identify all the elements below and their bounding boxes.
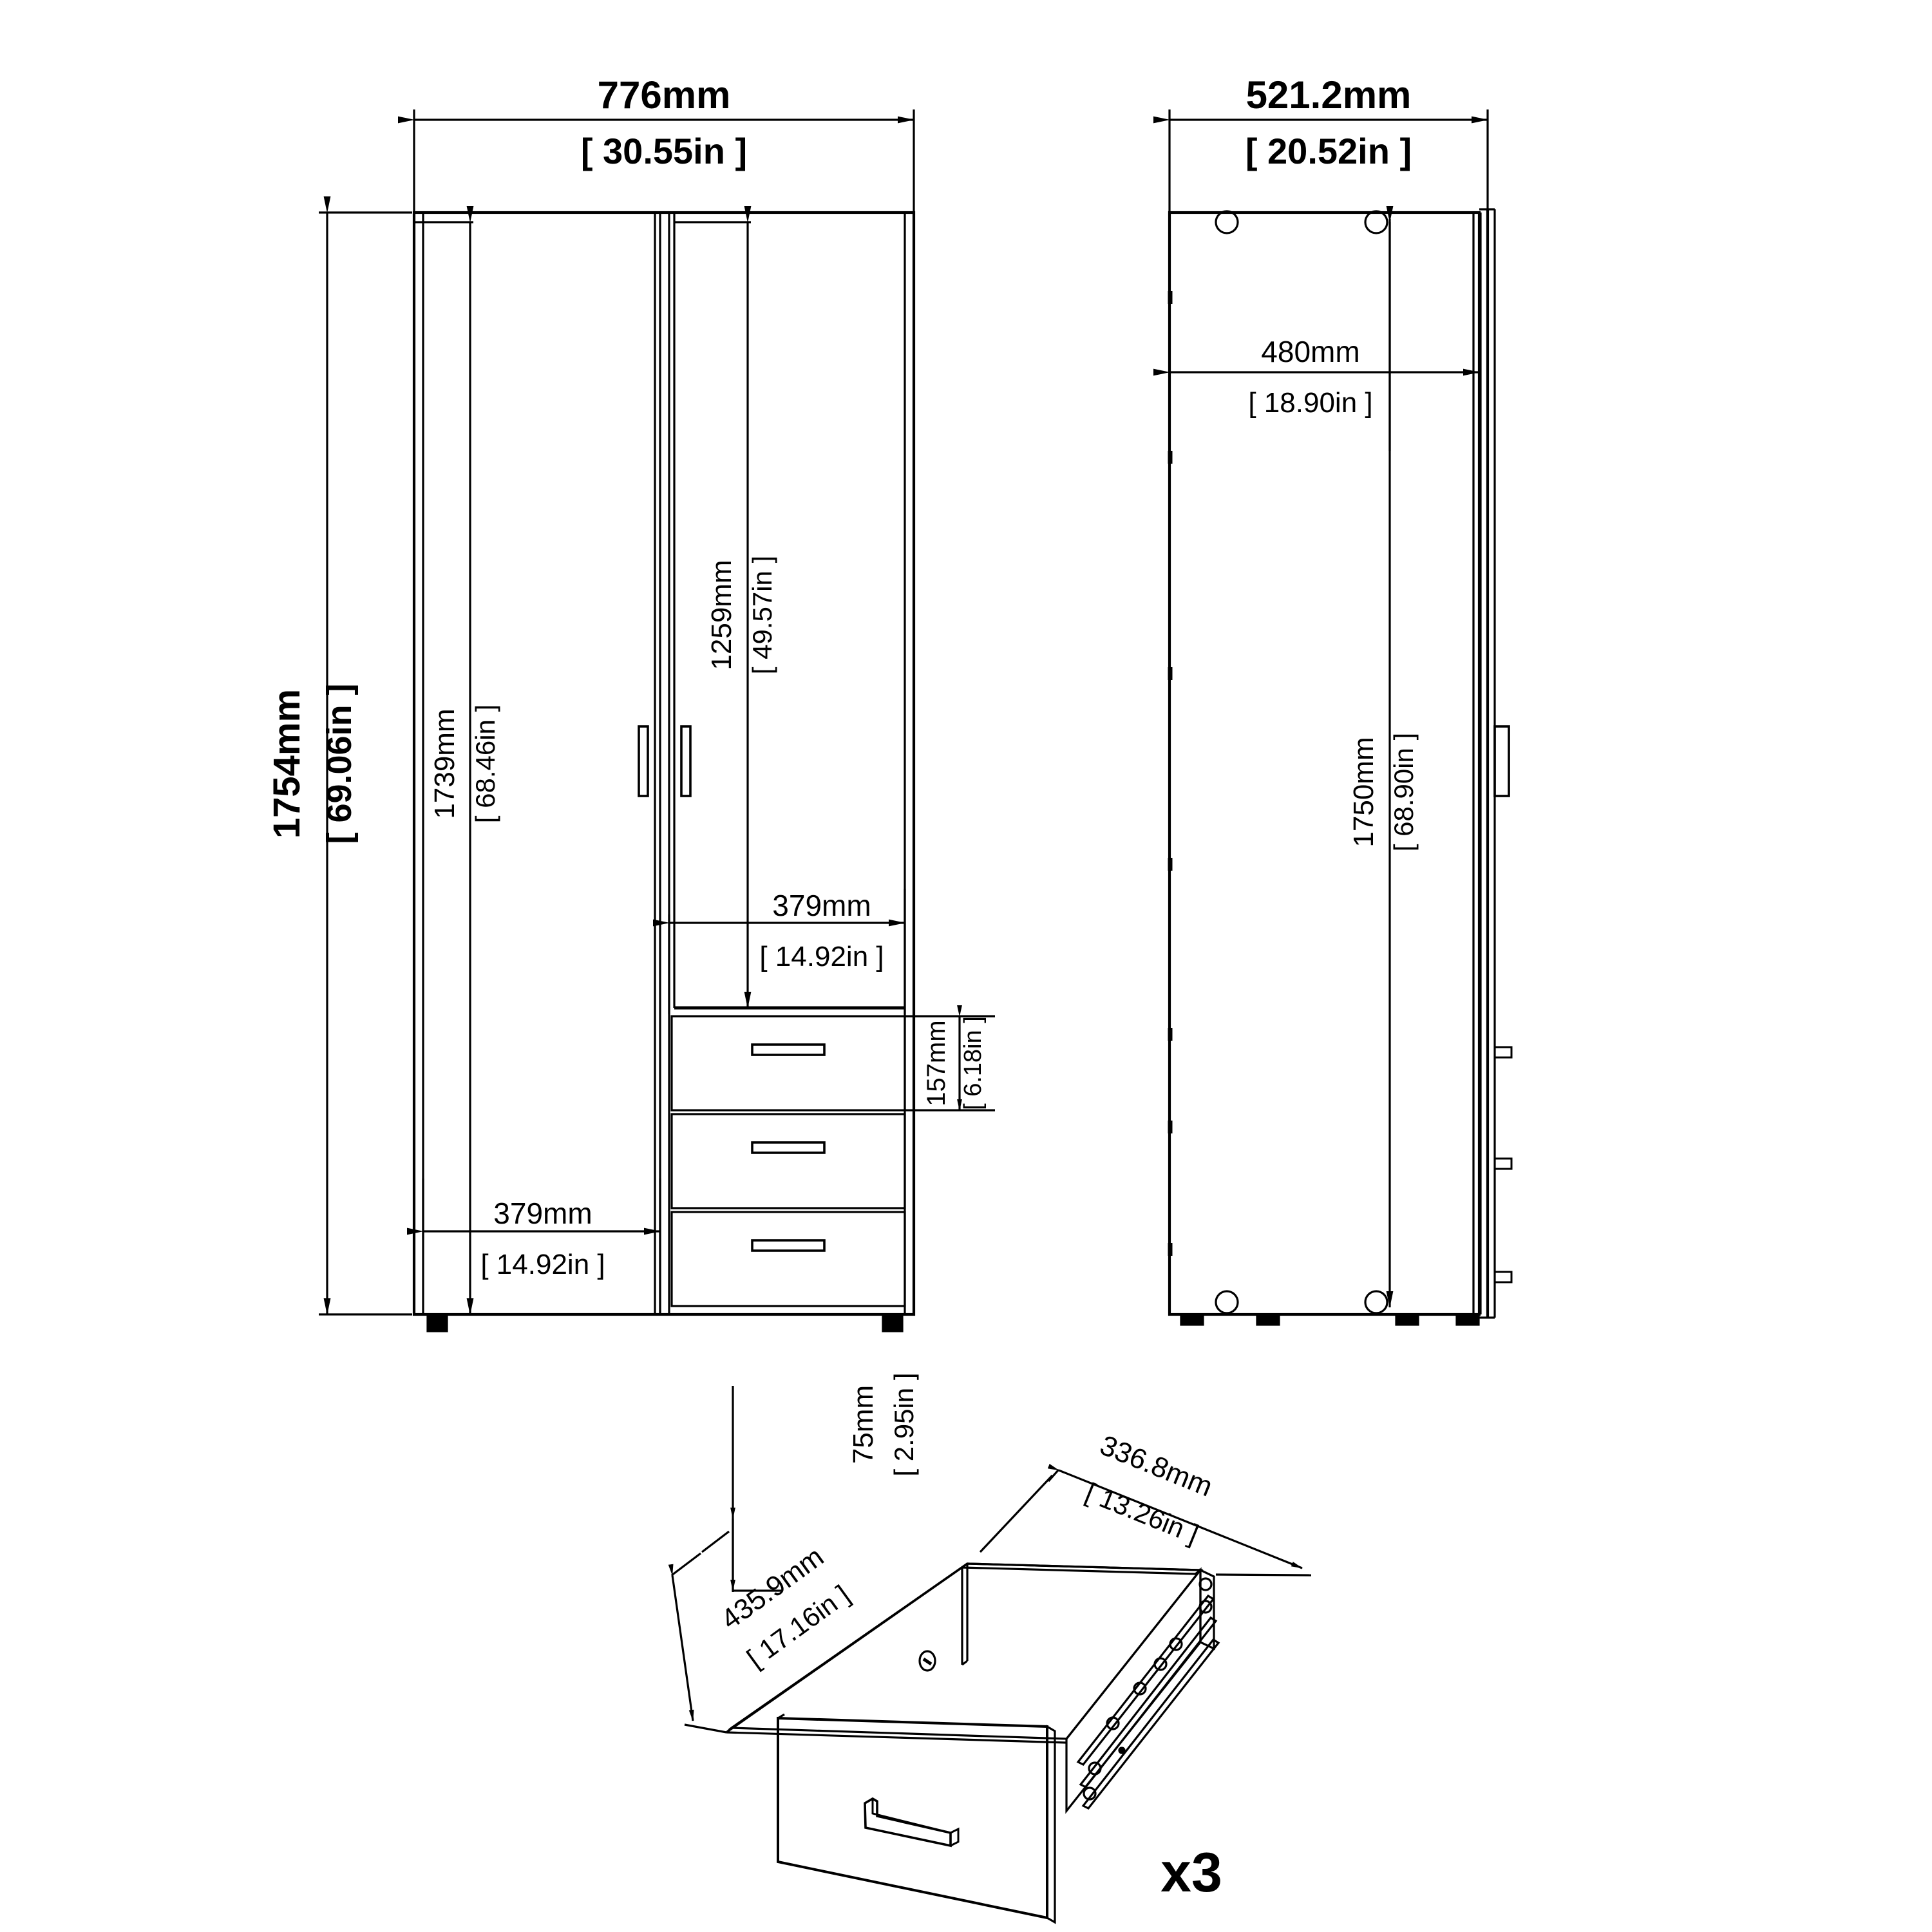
dim-overall-width-776 bbox=[398, 109, 915, 216]
drawer-front-2 bbox=[670, 1113, 906, 1209]
top-dowel-holes bbox=[1215, 210, 1388, 234]
front-elevation-view bbox=[319, 109, 995, 1332]
label-14-92in-upper: [ 14.92in ] bbox=[759, 941, 884, 972]
label-30-55in: [ 30.55in ] bbox=[581, 131, 747, 171]
side-drawer-runner-marks bbox=[1493, 1046, 1513, 1283]
right-door-panel bbox=[673, 213, 905, 1010]
side-handle-profile-icon bbox=[1493, 725, 1510, 797]
label-18-90in: [ 18.90in ] bbox=[1248, 387, 1372, 419]
label-1739mm: 1739mm bbox=[429, 708, 460, 819]
label-521-2mm: 521.2mm bbox=[1246, 73, 1412, 117]
label-776mm: 776mm bbox=[598, 73, 731, 117]
side-view-feet bbox=[1180, 1313, 1480, 1326]
dim-overall-height-1754 bbox=[319, 196, 412, 1316]
label-379mm-upper: 379mm bbox=[772, 889, 871, 922]
side-panel-outline bbox=[1168, 208, 1496, 1319]
label-157mm: 157mm bbox=[922, 1020, 951, 1106]
label-2-95in: [ 2.95in ] bbox=[889, 1372, 919, 1476]
label-1259mm: 1259mm bbox=[706, 560, 737, 670]
dim-drawer-height-75 bbox=[730, 1386, 782, 1592]
label-14-92in-lower: [ 14.92in ] bbox=[480, 1249, 605, 1280]
label-69-06in: [ 69.06in ] bbox=[320, 683, 359, 844]
label-1750mm: 1750mm bbox=[1348, 737, 1379, 847]
dim-carcass-height-1739 bbox=[414, 206, 474, 1315]
label-6-18in: [ 6.18in ] bbox=[960, 1016, 987, 1110]
drawer-detail-isometric bbox=[668, 1386, 1312, 1924]
dim-left-section-width-379 bbox=[407, 1179, 661, 1314]
side-elevation-view bbox=[1153, 109, 1513, 1326]
dim-right-door-height-1259 bbox=[674, 206, 752, 1009]
dim-overall-depth-521 bbox=[1153, 109, 1489, 216]
dim-drawer-front-height-157 bbox=[905, 1005, 995, 1112]
bottom-dowel-holes bbox=[1215, 1290, 1388, 1314]
dim-drawer-depth-435 bbox=[668, 1530, 730, 1734]
left-door-handle-icon bbox=[638, 725, 649, 797]
drawer-box bbox=[725, 1562, 1220, 1814]
drawer-handle-2-icon bbox=[751, 1141, 826, 1154]
label-49-57in: [ 49.57in ] bbox=[747, 556, 777, 674]
label-480mm: 480mm bbox=[1261, 335, 1359, 368]
dim-drawer-width-336 bbox=[979, 1464, 1312, 1577]
label-379mm-lower: 379mm bbox=[493, 1197, 592, 1230]
drawer-front-3 bbox=[670, 1211, 906, 1307]
label-drawer-quantity: x3 bbox=[1160, 1842, 1222, 1904]
wardrobe-feet bbox=[426, 1313, 904, 1332]
label-1754mm: 1754mm bbox=[266, 689, 308, 838]
drawer-front-1 bbox=[670, 1015, 906, 1112]
drawer-handle-1-icon bbox=[751, 1043, 826, 1056]
dim-right-section-width-379 bbox=[653, 889, 906, 1014]
right-door-handle-icon bbox=[680, 725, 692, 797]
label-68-90in: [ 68.90in ] bbox=[1388, 733, 1419, 851]
label-20-52in: [ 20.52in ] bbox=[1245, 131, 1412, 171]
drawer-handle-3-icon bbox=[751, 1239, 826, 1252]
label-68-46in: [ 68.46in ] bbox=[470, 705, 500, 823]
drawer-front-panel bbox=[777, 1713, 1056, 1924]
label-75mm: 75mm bbox=[848, 1385, 879, 1464]
